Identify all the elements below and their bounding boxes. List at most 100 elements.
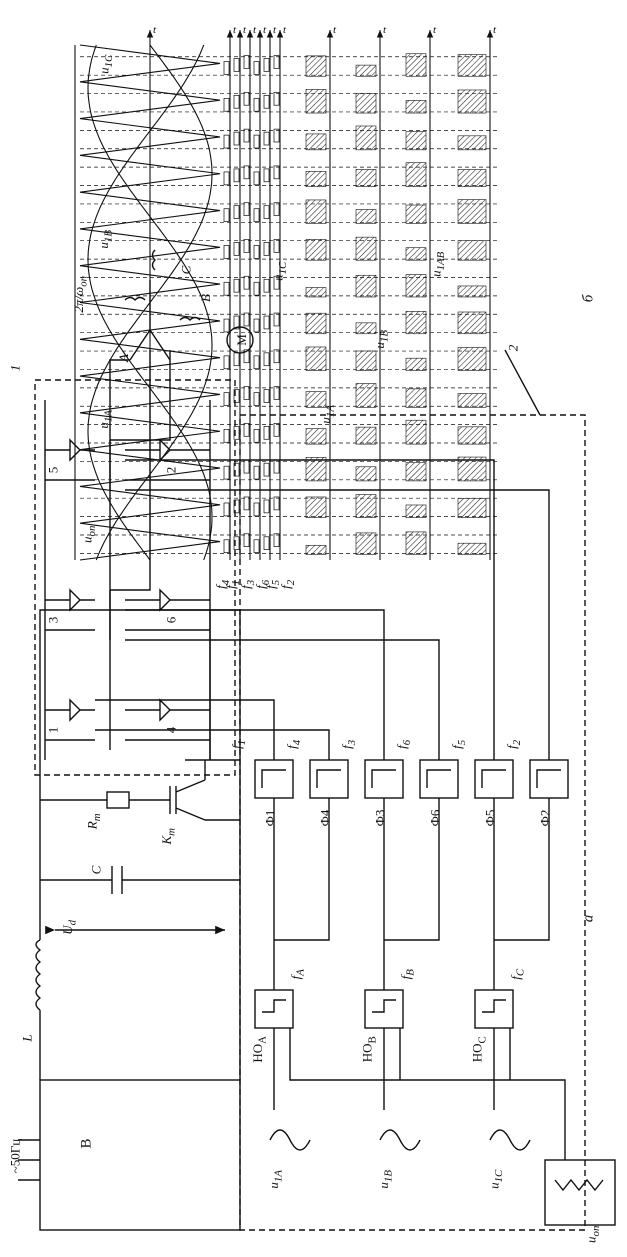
line-voltage-label: u1AB (428, 251, 447, 277)
time-axis-label: t (253, 24, 257, 36)
voltage-pulse (405, 357, 427, 371)
gate-pulse (233, 389, 240, 403)
voltage-pulse (457, 426, 487, 445)
gate-pulse (233, 242, 240, 256)
phase-voltage-label: u1B (371, 330, 391, 349)
gate-pulse (223, 355, 230, 370)
voltage-pulse (355, 236, 377, 261)
gate-pulse (223, 502, 230, 517)
voltage-pulse (355, 209, 377, 224)
gate-pulse (273, 202, 280, 216)
gate-pulse (263, 315, 270, 330)
carrier-generator (544, 1159, 616, 1226)
carrier-label: uоп (79, 525, 98, 543)
brake-resistor-label: Rт (84, 813, 104, 830)
shaper-output: f4 (284, 739, 303, 749)
gate-pulse (223, 208, 230, 222)
gate-pulse (243, 275, 250, 290)
gate-pulse (233, 499, 240, 514)
voltage-pulse (355, 169, 377, 187)
period-label: 2π/ωоп (71, 275, 90, 313)
reference-sine-icon (489, 1129, 531, 1151)
voltage-pulse (355, 494, 377, 518)
gate-pulse (253, 97, 260, 112)
gate-pulse (273, 165, 280, 180)
reference-wave-label: u1A (95, 410, 115, 429)
voltage-pulse (457, 169, 487, 187)
shaper-output: f1 (229, 739, 248, 749)
shaper-blocks (254, 759, 569, 799)
gate-pulse (263, 205, 270, 219)
voltage-pulse (405, 204, 427, 224)
voltage-pulse (305, 457, 327, 482)
comparator-label: НОB (359, 1036, 379, 1063)
reference-waves (87, 44, 213, 561)
voltage-pulse (405, 531, 427, 555)
voltage-pulse (355, 274, 377, 298)
gate-pulse (263, 352, 270, 367)
gate-pulse (233, 94, 240, 109)
voltage-pulse (457, 54, 487, 77)
voltage-pulse (457, 456, 487, 482)
gate-pulse (243, 239, 250, 253)
gate-pulse (263, 499, 270, 514)
gate-pulse (253, 171, 260, 186)
voltage-pulse (305, 391, 327, 408)
gate-pulse (243, 55, 250, 69)
shaper-label: Ф3 (372, 809, 388, 827)
gate-pulse (263, 242, 270, 256)
gate-pulse (233, 462, 240, 477)
switching-instants (80, 56, 500, 554)
phase-voltage-label: u1C (270, 261, 289, 281)
phase-label-b: B (197, 294, 213, 302)
gate-pulse (243, 423, 250, 437)
gate-pulse (233, 205, 240, 219)
voltage-pulse (405, 162, 427, 187)
voltage-pulse (405, 504, 427, 518)
voltage-pulse (405, 100, 427, 114)
voltage-pulse (405, 311, 427, 335)
gate-pulse (233, 278, 240, 293)
gate-pulse (253, 61, 260, 75)
voltage-pulse (355, 322, 377, 335)
inverter-bridge (44, 350, 211, 760)
control-outline (239, 414, 586, 1231)
brake-resistor (106, 791, 130, 809)
gate-signal-label: f2 (278, 579, 297, 589)
time-axis-label: t (493, 24, 497, 36)
voltage-pulse (355, 383, 377, 408)
gate-pulse (223, 61, 230, 75)
gate-pulse (223, 429, 230, 443)
shaper-output: f2 (504, 739, 523, 749)
gate-pulse (263, 462, 270, 477)
time-axis-label: t (433, 24, 437, 36)
inductor-label: L (19, 1034, 35, 1042)
gate-pulse (253, 245, 260, 259)
panel-b-label: б (580, 294, 597, 303)
voltage-pulse (457, 498, 487, 518)
switch-number: 2 (163, 466, 179, 474)
voltage-pulse (405, 462, 427, 482)
gate-pulse (273, 128, 280, 143)
voltage-pulse (305, 312, 327, 335)
gate-pulse (243, 349, 250, 364)
time-axis-label: t (283, 24, 287, 36)
gate-pulse (233, 352, 240, 367)
gate-pulse (233, 426, 240, 440)
gate-pulse (273, 91, 280, 106)
voltage-pulse (305, 239, 327, 261)
gate-pulse (253, 465, 260, 480)
voltage-pulse (405, 419, 427, 445)
gate-pulse (243, 496, 250, 511)
time-axis-label: t (383, 24, 387, 36)
gate-pulse (263, 389, 270, 403)
switch-number: 4 (163, 726, 179, 734)
gate-pulse (253, 355, 260, 370)
gate-pulse (243, 91, 250, 106)
reference-sine-2 (87, 44, 213, 561)
gate-pulse (253, 318, 260, 333)
gate-pulse (263, 536, 270, 550)
carrier-wave (79, 44, 221, 561)
